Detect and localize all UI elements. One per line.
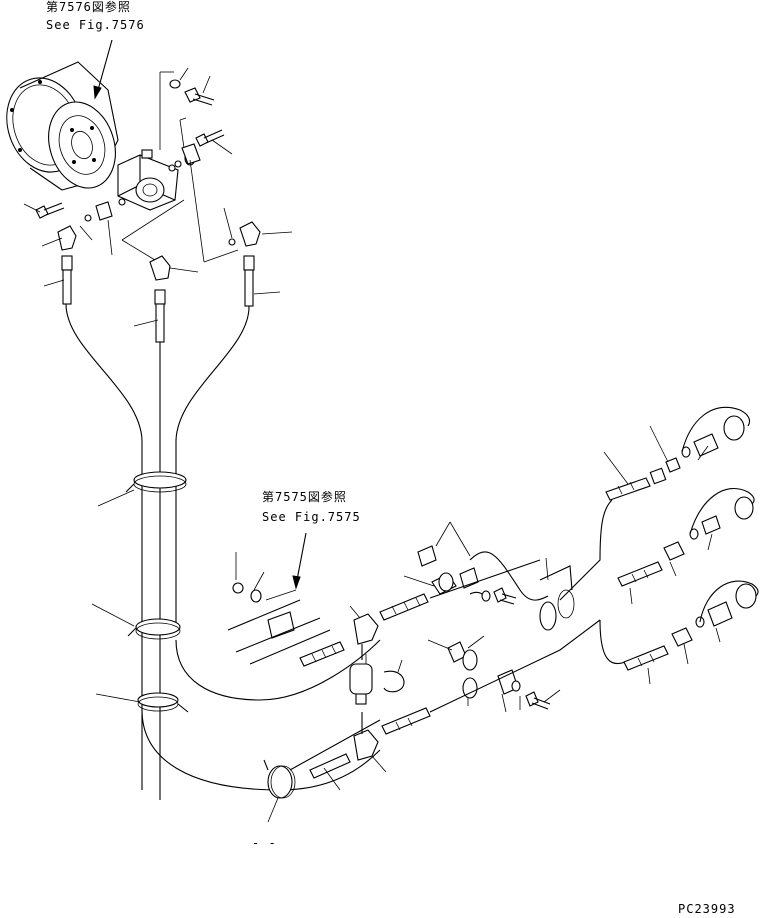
hose-upper-right <box>559 425 681 601</box>
hose-fitting-mid-upper <box>379 593 429 621</box>
elbow-left <box>41 225 77 251</box>
reference-label-fig7575-en: See Fig.7575 <box>262 510 361 524</box>
stray-mark: - - <box>252 836 277 850</box>
clip-lower <box>462 669 561 713</box>
hose-fitting-right <box>243 255 281 307</box>
hose-middle-right <box>617 487 755 605</box>
clip-upper-left <box>403 521 471 595</box>
hose-fitting-left <box>43 255 73 305</box>
hose-bundle <box>65 303 381 800</box>
hose-stub-upper <box>299 641 345 667</box>
hose-lower-right <box>599 580 759 685</box>
mounting-plate <box>227 552 331 665</box>
clip-middle <box>427 635 485 671</box>
hydraulic-pump <box>117 149 182 211</box>
tee-fitting-lower <box>353 712 387 773</box>
hose-clamp-upper <box>97 471 187 507</box>
bulkhead-bracket <box>539 557 575 631</box>
elbow-center <box>121 199 199 281</box>
elbow-right <box>189 159 293 263</box>
tee-fitting-upper <box>349 605 379 660</box>
bolt-flange-left <box>23 201 113 256</box>
reference-label-fig7575-jp: 第7575図参照 <box>262 490 347 504</box>
reference-arrow-fig7576 <box>93 39 113 100</box>
hose-fitting-mid-lower <box>381 707 431 735</box>
hose-line-lower <box>289 619 601 771</box>
reference-arrow-fig7575 <box>292 532 307 590</box>
hose-clamp-bottom <box>263 759 296 823</box>
cap-upper-right <box>681 406 751 461</box>
bolt-flange-right <box>168 117 233 172</box>
clip-upper-right <box>459 567 491 602</box>
hose-stub-lower <box>309 753 351 791</box>
drive-housing <box>6 61 119 191</box>
hose-clamp-lower <box>95 692 189 713</box>
bolt-top <box>159 67 215 150</box>
reference-label-fig7576-jp: 第7576図参照 <box>46 0 131 14</box>
reference-label-fig7576-en: See Fig.7576 <box>46 18 145 32</box>
bolt-clip-upper <box>493 587 517 605</box>
drawing-number: PC23993 <box>678 902 736 916</box>
hose-line-upper <box>429 551 549 601</box>
hose-fitting-center <box>133 289 166 343</box>
check-valve <box>349 654 405 705</box>
hose-clamp-middle <box>91 603 181 640</box>
